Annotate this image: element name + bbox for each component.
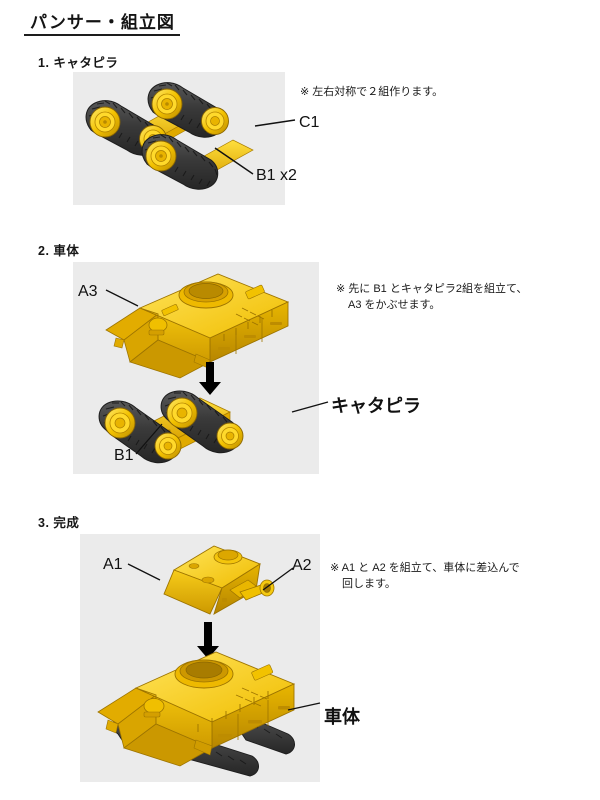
section-3-turret-illustration — [152, 540, 284, 622]
label-caterpillar: キャタピラ — [331, 396, 421, 416]
label-a1: A1 — [103, 556, 123, 573]
label-b1-x2: B1 x2 — [256, 167, 297, 184]
a1-leader-line — [127, 562, 168, 584]
section-3-completed-body-illustration — [92, 648, 316, 778]
c1-leader-line — [254, 118, 301, 130]
label-a3: A3 — [78, 283, 98, 300]
body-leader-line — [287, 700, 326, 714]
label-c1: C1 — [299, 114, 320, 131]
track-loop — [141, 134, 219, 190]
section-2-note-line-2: A3 をかぶせます。 — [348, 299, 441, 311]
section-2-chassis-illustration — [92, 386, 298, 474]
section-1-heading: 1. キャタピラ — [38, 56, 119, 70]
section-1-note: ※ 左右対称で２組作ります。 — [300, 86, 444, 98]
title-underline — [24, 34, 180, 36]
a2-leader-line — [262, 566, 297, 594]
label-body: 車体 — [324, 707, 360, 727]
caterpillar-leader-line — [291, 400, 336, 416]
page-title: パンサー・組立図 — [30, 13, 175, 32]
track-assembly-rear — [85, 82, 254, 190]
a3-leader-line — [105, 288, 146, 310]
track-loop — [147, 82, 229, 138]
label-b1: B1 — [114, 447, 134, 464]
b1x2-leader-line — [214, 147, 261, 180]
section-3-note-line-1: ※ A1 と A2 を組立て、車体に差込んで — [330, 562, 520, 574]
section-2-assembly-arrow — [198, 362, 222, 396]
section-2-note-line-1: ※ 先に B1 とキャタピラ2組を組立て、 — [336, 283, 528, 295]
track-loop — [160, 390, 244, 454]
track-assembly-front — [141, 134, 254, 190]
section-2-heading: 2. 車体 — [38, 244, 80, 258]
section-3-note-line-2: 回します。 — [342, 578, 396, 590]
section-1-track-pair-illustration — [73, 72, 285, 205]
label-a2: A2 — [292, 557, 312, 574]
section-3-assembly-arrow — [196, 622, 220, 660]
track-loop — [98, 400, 182, 464]
section-2-hull-illustration — [100, 268, 300, 379]
b1-leader-line — [135, 423, 166, 458]
section-3-heading: 3. 完成 — [38, 516, 80, 530]
